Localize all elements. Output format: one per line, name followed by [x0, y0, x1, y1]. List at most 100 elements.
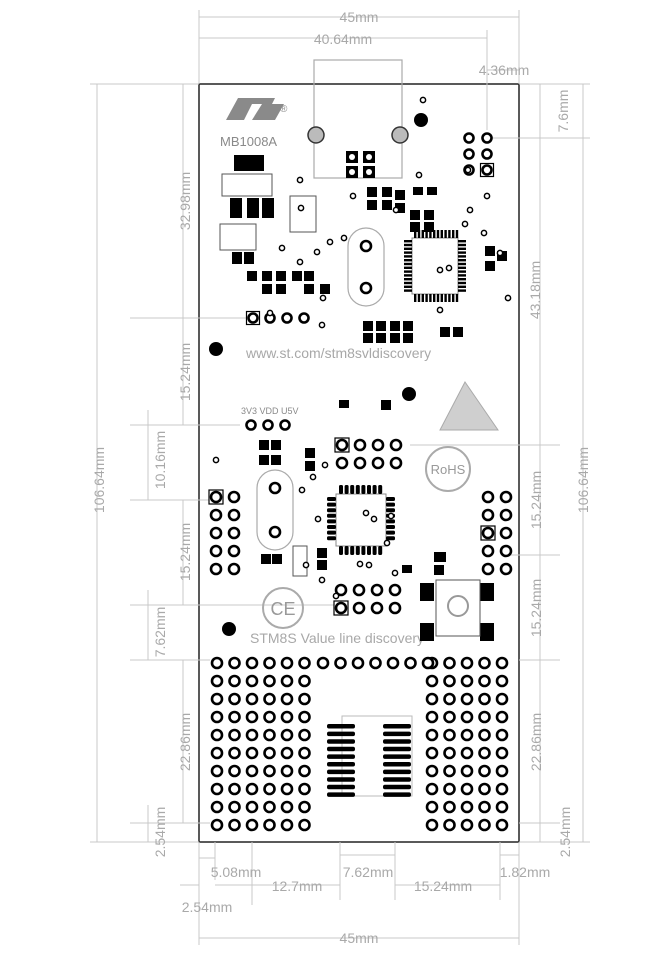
ce-label: CE [270, 599, 295, 619]
crystal-outline [256, 469, 294, 551]
mcu-pin [444, 230, 447, 238]
pin-hole [209, 544, 223, 558]
via [278, 244, 286, 252]
pin-hole [443, 656, 456, 670]
via [483, 192, 491, 200]
stm8s-pin [327, 497, 336, 501]
pin-hole [460, 674, 474, 688]
stm8s-pin [327, 530, 336, 535]
pin-hole [478, 746, 491, 760]
via [296, 176, 304, 184]
smd-pad [413, 187, 423, 195]
dim-bottom-c: 7.62mm [343, 864, 394, 880]
stm8s-pin [327, 525, 336, 529]
mcu-pin [433, 230, 436, 238]
smd-pad [403, 333, 413, 343]
pin-hole [210, 818, 224, 832]
stm8s-pin [339, 546, 343, 555]
pin-hole [245, 764, 259, 778]
stm8s-pin [367, 485, 371, 494]
pin-hole [280, 782, 294, 796]
pin-hole [481, 544, 495, 558]
pin-hole [478, 710, 491, 724]
pin-hole [481, 148, 493, 160]
dim-bottom-d: 15.24mm [414, 878, 472, 894]
pin-hole [386, 656, 400, 670]
dim-right-proto: 22.86mm [528, 713, 544, 771]
stm8s-pin [355, 485, 360, 494]
smd-pad [304, 284, 314, 294]
mcu-pin [404, 281, 412, 285]
smd-pad [390, 321, 400, 331]
pin-hole [263, 764, 276, 778]
mcu-pin [458, 247, 466, 250]
mcu-pin [458, 240, 466, 243]
pin-hole [425, 800, 439, 814]
via [349, 192, 357, 200]
via [362, 509, 370, 517]
pin-hole [263, 692, 276, 706]
mcu-pin [440, 230, 443, 238]
pin-hole [247, 312, 259, 324]
pin-hole [298, 710, 311, 724]
pin-hole [335, 456, 349, 470]
smd-pad [276, 271, 286, 281]
pin-hole [263, 818, 276, 832]
pin-hole [263, 782, 276, 796]
pin-hole [481, 508, 495, 522]
soic-pin [383, 724, 411, 729]
mcu-pin [404, 278, 412, 281]
stm8s-pin [339, 485, 343, 494]
dim-bottom-e: 1.82mm [500, 864, 551, 880]
pin-hole [495, 692, 509, 706]
pin-hole [481, 164, 493, 176]
via [436, 306, 444, 314]
mcu-pin [458, 251, 466, 254]
pin-hole [421, 656, 435, 670]
pin-hole [280, 764, 294, 778]
pin-hole [425, 692, 439, 706]
pin-hole [262, 419, 274, 431]
dim-right-cn2: 15.24mm [528, 471, 544, 529]
pin-hole [210, 656, 224, 670]
pin-hole [245, 656, 259, 670]
usb-pad-hole [349, 154, 355, 160]
pin-hole [210, 728, 224, 742]
smd-pad [453, 327, 463, 337]
dim-left-top: 32.98mm [177, 172, 193, 230]
pin-hole [460, 800, 474, 814]
pin-hole [359, 239, 373, 253]
via [302, 561, 310, 569]
pin-hole [228, 764, 241, 778]
mcu-pin [452, 294, 455, 302]
pin-hole [478, 728, 491, 742]
mcu-pin [458, 266, 466, 269]
pin-hole [495, 800, 509, 814]
mcu-pin [429, 230, 432, 238]
pin-hole [495, 674, 509, 688]
mcu-pin [458, 259, 466, 262]
smd-pad [230, 198, 242, 218]
usb-pad-hole [366, 169, 372, 175]
soic-pin [327, 792, 355, 797]
mcu-pin [414, 230, 417, 238]
component-outline [292, 545, 308, 577]
via [370, 515, 378, 523]
mcu-pin [448, 230, 451, 238]
pin-hole [227, 526, 241, 540]
dim-bottom-b: 12.7mm [272, 878, 323, 894]
via [365, 561, 373, 569]
via [445, 264, 453, 272]
via [340, 234, 348, 242]
stm8s-pin [386, 497, 395, 501]
soic-pin [383, 784, 411, 790]
smd-pad [480, 623, 494, 641]
mcu-pin [404, 240, 412, 243]
smd-pad [390, 333, 400, 343]
stm8s-pin [350, 546, 355, 555]
mcu-pin [404, 274, 412, 277]
smd-pad [262, 284, 272, 294]
pin-hole [389, 438, 403, 452]
mcu-pin [404, 247, 412, 250]
